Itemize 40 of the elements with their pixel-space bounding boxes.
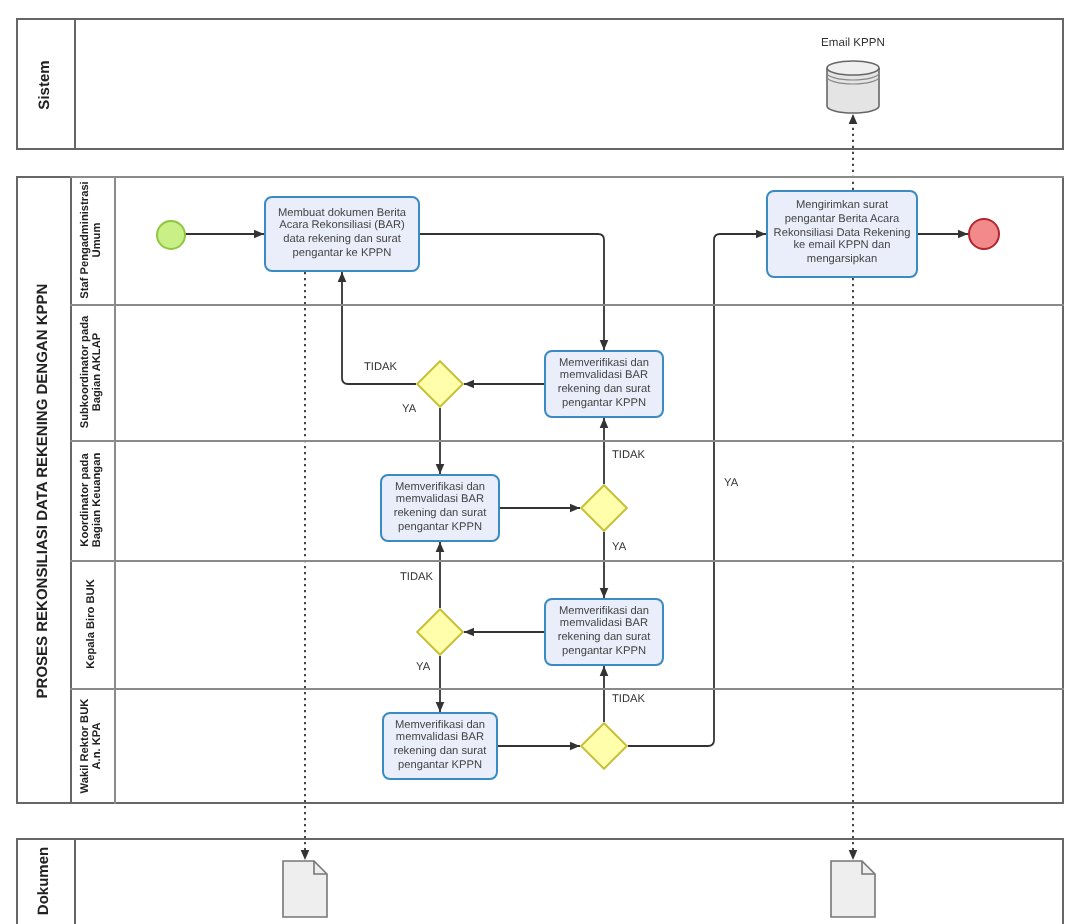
- pool: [16, 838, 1064, 924]
- connector-arrow: [435, 407, 445, 475]
- connector-arrow: [499, 503, 581, 513]
- gateway-diamond: [416, 608, 464, 656]
- connector-arrow: [419, 233, 609, 351]
- connector-arrow: [463, 379, 545, 389]
- gateway-diamond: [580, 484, 628, 532]
- connector-arrow: [435, 655, 445, 713]
- swimlane: [70, 560, 1064, 688]
- task-box: [264, 196, 420, 272]
- gateway-diamond: [580, 722, 628, 770]
- task-box: [544, 598, 664, 666]
- connector-arrow: [917, 229, 969, 239]
- dotted-arrow: [848, 277, 858, 861]
- connector-arrow: [497, 741, 581, 751]
- database-icon: [826, 60, 880, 114]
- swimlane: [70, 304, 1064, 440]
- connector-arrow: [599, 665, 609, 723]
- pool: [16, 176, 1064, 804]
- connector-arrow: [184, 229, 265, 239]
- dotted-arrow: [300, 271, 310, 861]
- connector-arrow: [627, 229, 767, 747]
- end-event-circle: [968, 218, 1000, 250]
- gateway-diamond: [416, 360, 464, 408]
- task-box: [380, 474, 500, 542]
- start-event-circle: [155, 219, 185, 249]
- dotted-arrow: [848, 113, 858, 191]
- swimlane: [70, 440, 1064, 560]
- connector-arrow: [599, 531, 609, 599]
- swimlane: [70, 688, 1064, 804]
- document-icon: [830, 860, 876, 918]
- document-icon: [282, 860, 328, 918]
- connector-arrow: [435, 541, 445, 609]
- connector-arrow: [463, 627, 545, 637]
- connector-arrow: [337, 271, 417, 385]
- swimlane: [70, 176, 1064, 304]
- task-box: [544, 350, 664, 418]
- task-box: [382, 712, 498, 780]
- connector-arrow: [599, 417, 609, 485]
- pool: [16, 18, 1064, 150]
